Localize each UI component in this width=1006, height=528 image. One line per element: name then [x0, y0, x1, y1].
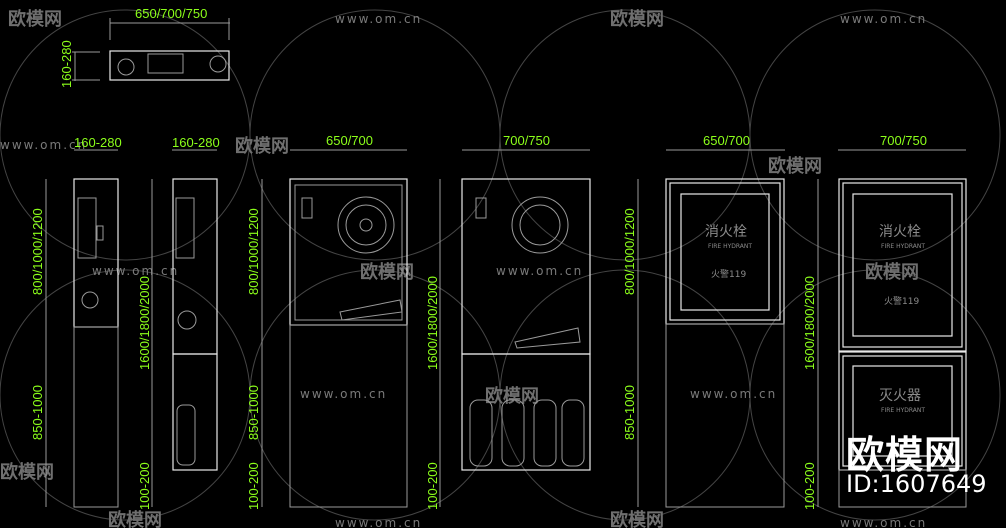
panel-phone: 火警119 — [884, 295, 919, 307]
panel-subtitle: FIRE HYDRANT — [881, 243, 925, 250]
door-view-2: 700/750 消火栓 FIRE HYDRANT 火警119 灭火器 FIRE … — [802, 133, 967, 510]
panel-phone: 火警119 — [711, 268, 746, 280]
dimension-label: 800/1000/1200 — [30, 208, 45, 295]
watermark-arcs — [0, 9, 1001, 521]
watermarks: www.om.cn www.om.cn www.om.cn www.om.cn … — [0, 8, 927, 528]
watermark-brand: 欧模网 — [485, 385, 539, 407]
lower-panel-title: 灭火器 — [879, 388, 921, 404]
watermark-brand: 欧模网 — [360, 261, 414, 283]
panel-title: 消火栓 — [705, 224, 747, 240]
side-view-1: 160-280 800/1000/1200 850-1000 — [30, 135, 122, 508]
lower-panel-subtitle: FIRE HYDRANT — [881, 407, 925, 414]
dimension-label: 100-200 — [246, 462, 261, 510]
front-view-2: 700/750 1600/1800/2000 100-200 — [425, 133, 591, 510]
dimension-label: 650/700/750 — [135, 6, 207, 21]
dimension-label: 800/1000/1200 — [622, 208, 637, 295]
watermark-brand: 欧模网 — [108, 509, 162, 528]
dimension-label: 160-280 — [172, 135, 220, 150]
dimension-label: 650/700 — [703, 133, 750, 148]
dimension-label: 100-200 — [802, 462, 817, 510]
dimension-label: 100-200 — [137, 462, 152, 510]
dimension-label: 160-280 — [74, 135, 122, 150]
watermark-url: www.om.cn — [300, 387, 387, 401]
watermark-brand: 欧模网 — [8, 8, 62, 30]
watermark-id: ID:1607649 — [846, 470, 987, 498]
dimension-label: 160-280 — [59, 40, 74, 88]
dimension-label: 850-1000 — [246, 385, 261, 440]
watermark-brand: 欧模网 — [0, 461, 54, 483]
watermark-brand: 欧模网 — [610, 509, 664, 528]
dimension-label: 1600/1800/2000 — [802, 276, 817, 370]
front-view-1: 650/700 800/1000/1200 850-1000 100-200 — [246, 133, 408, 510]
watermark-brand: 欧模网 — [610, 8, 664, 30]
watermark-brand: 欧模网 — [768, 155, 822, 177]
dimension-label: 850-1000 — [30, 385, 45, 440]
watermark-url: www.om.cn — [840, 12, 927, 26]
watermark-url: www.om.cn — [0, 138, 87, 152]
side-view-2: 160-280 1600/1800/2000 100-200 — [137, 135, 220, 510]
dimension-label: 1600/1800/2000 — [137, 276, 152, 370]
watermark-url: www.om.cn — [496, 264, 583, 278]
watermark-url: www.om.cn — [92, 264, 179, 278]
dimension-label: 1600/1800/2000 — [425, 276, 440, 370]
dimension-label: 650/700 — [326, 133, 373, 148]
watermark-brand-large: 欧模网 — [846, 433, 964, 477]
dimension-label: 850-1000 — [622, 385, 637, 440]
watermark-brand: 欧模网 — [865, 261, 919, 283]
dimension-label: 700/750 — [503, 133, 550, 148]
dimension-label: 700/750 — [880, 133, 927, 148]
watermark-url: www.om.cn — [335, 12, 422, 26]
top-view: 650/700/750 160-280 — [59, 6, 230, 88]
door-view-1: 650/700 消火栓 FIRE HYDRANT 火警119 800/1000/… — [622, 133, 785, 508]
watermark-brand: 欧模网 — [235, 135, 289, 157]
dimension-label: 800/1000/1200 — [246, 208, 261, 295]
watermark-url: www.om.cn — [690, 387, 777, 401]
dimension-label: 100-200 — [425, 462, 440, 510]
panel-title: 消火栓 — [879, 224, 921, 240]
watermark-url: www.om.cn — [840, 516, 927, 528]
panel-subtitle: FIRE HYDRANT — [708, 243, 752, 250]
watermark-url: www.om.cn — [335, 516, 422, 528]
